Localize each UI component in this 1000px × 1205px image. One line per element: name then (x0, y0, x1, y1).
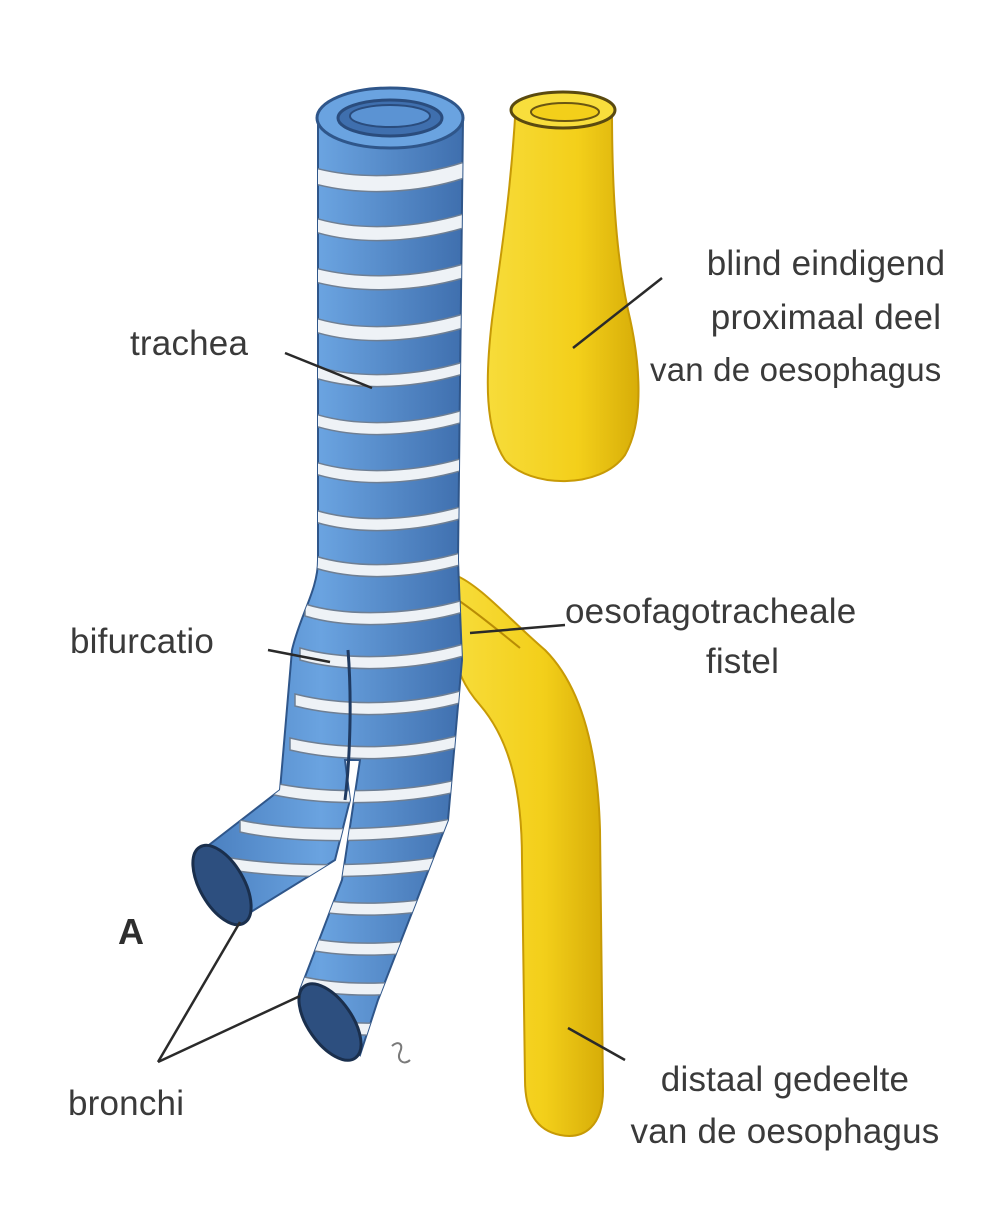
label-distal-oesophagus-line1: distaal gedeelte (660, 1060, 910, 1099)
leader-lines (156, 277, 663, 1064)
leader-bronchi-right (157, 994, 301, 1064)
label-blind-oesophagus-line3: van de oesophagus (650, 351, 942, 388)
oesophagus-upper-pouch (486, 90, 640, 483)
bronchus-left-opening (191, 843, 253, 927)
label-blind-oesophagus-line1: blind eindigend (706, 244, 946, 283)
oesophagus-distal-part (454, 573, 605, 1137)
artist-mark (391, 1042, 411, 1064)
panel-letter: A (118, 911, 145, 952)
label-bifurcatio: bifurcatio (70, 622, 215, 661)
label-bronchi: bronchi (68, 1084, 185, 1123)
leader-bifurcatio (267, 648, 331, 664)
bronchus-right-opening (297, 982, 363, 1062)
label-fistel-line1: oesofagotracheale (565, 592, 857, 631)
leader-blind-oesophagus (572, 277, 663, 349)
leader-trachea (284, 351, 373, 390)
label-fistel-line2: fistel (705, 642, 780, 681)
label-trachea: trachea (130, 324, 249, 363)
leader-bronchi-left (156, 921, 242, 1063)
leader-fistel (469, 623, 566, 635)
label-blind-oesophagus-line2: proximaal deel (710, 298, 942, 337)
leader-distal-oesophagus (567, 1026, 626, 1062)
label-distal-oesophagus-line2: van de oesophagus (630, 1112, 940, 1151)
